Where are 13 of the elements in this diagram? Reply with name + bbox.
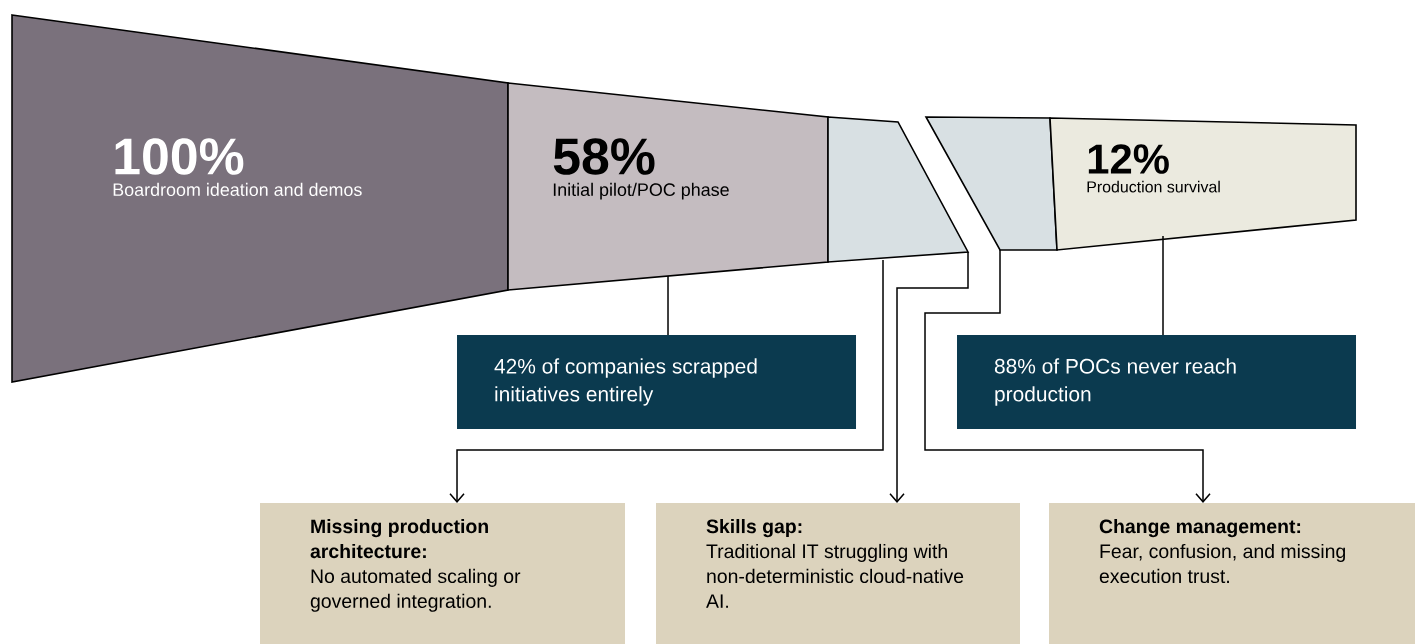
funnel-segment: 58% Initial pilot/POC phase: [507, 82, 829, 291]
arrow: [449, 259, 884, 503]
funnel-segment: 12% Production survival: [1049, 117, 1357, 251]
connector-line: [667, 275, 669, 336]
connector-line: [1162, 235, 1164, 336]
funnel-segment: [827, 116, 970, 263]
cause-box: Change management: Fear, confusion, and missing execution trust.: [1049, 503, 1415, 644]
arrow: [889, 251, 969, 503]
callout-box: 42% of companies scrapped initiatives entirely: [457, 335, 856, 429]
cause-box: Skills gap: Traditional IT struggling with non-deterministic cloud-native AI.: [656, 503, 1020, 644]
callout-box: 88% of POCs never reach production: [957, 335, 1356, 429]
cause-box: Missing production architecture: No automated scaling or governed integration.: [260, 503, 625, 644]
arrow: [924, 249, 1211, 503]
